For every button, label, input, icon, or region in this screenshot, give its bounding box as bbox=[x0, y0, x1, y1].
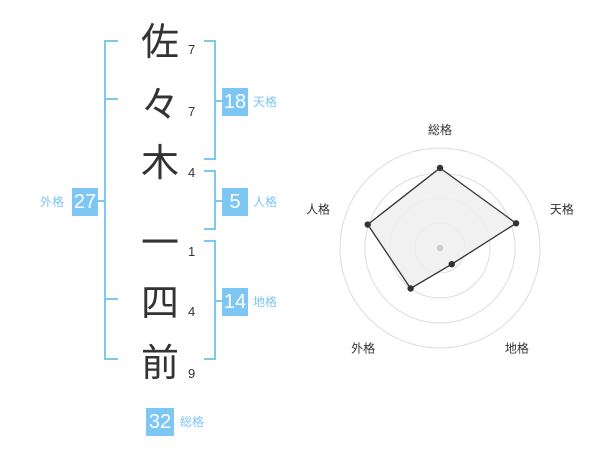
radar-axis-label-3: 地格 bbox=[505, 340, 529, 355]
chikaku-badge: 14 bbox=[222, 288, 248, 316]
radar-point-4 bbox=[407, 285, 414, 292]
radar-point-5 bbox=[364, 221, 371, 228]
jinkaku-badge: 5 bbox=[222, 188, 248, 216]
radar-axis-label-1: 総格 bbox=[428, 122, 452, 137]
radar-point-2 bbox=[512, 220, 520, 227]
bracket-tick bbox=[104, 98, 118, 100]
stroke-count-1: 7 bbox=[188, 42, 196, 57]
stroke-count-3: 4 bbox=[188, 165, 196, 180]
soukaku-badge: 32 bbox=[146, 408, 174, 436]
bracket-connector bbox=[98, 200, 106, 202]
name-char-5: 四 bbox=[140, 281, 179, 325]
stroke-count-4: 1 bbox=[188, 244, 196, 259]
radar-data-polygon bbox=[366, 167, 518, 290]
bracket-connector bbox=[214, 200, 222, 202]
jinkaku-label: 人格 bbox=[253, 195, 278, 209]
tenkaku-badge: 18 bbox=[222, 88, 248, 116]
radar-ring bbox=[339, 147, 541, 349]
radar-point-1 bbox=[436, 164, 444, 172]
soukaku-label: 総格 bbox=[180, 415, 205, 429]
stroke-count-2: 7 bbox=[188, 104, 196, 119]
bracket-connector bbox=[214, 300, 222, 302]
name-char-4: 一 bbox=[140, 221, 179, 265]
stroke-count-5: 4 bbox=[188, 304, 196, 319]
gaikaku-badge: 27 bbox=[72, 188, 98, 216]
radar-axis-label-5: 人格 bbox=[306, 202, 330, 217]
gaikaku-bracket bbox=[104, 40, 118, 360]
chikaku-label: 地格 bbox=[253, 295, 278, 309]
gaikaku-label: 外格 bbox=[40, 195, 65, 209]
name-char-2: 々 bbox=[140, 83, 179, 127]
tenkaku-label: 天格 bbox=[253, 95, 278, 109]
radar-point-3 bbox=[448, 260, 455, 268]
bracket-tick bbox=[104, 298, 118, 300]
name-char-6: 前 bbox=[140, 341, 179, 385]
stroke-count-6: 9 bbox=[188, 366, 196, 381]
radar-axis-label-2: 天格 bbox=[550, 202, 574, 217]
radar-center-dot bbox=[436, 244, 444, 252]
name-char-3: 木 bbox=[140, 141, 179, 185]
radar-axis-label-4: 外格 bbox=[351, 340, 375, 355]
name-char-1: 佐 bbox=[140, 20, 179, 64]
bracket-connector bbox=[214, 100, 222, 102]
